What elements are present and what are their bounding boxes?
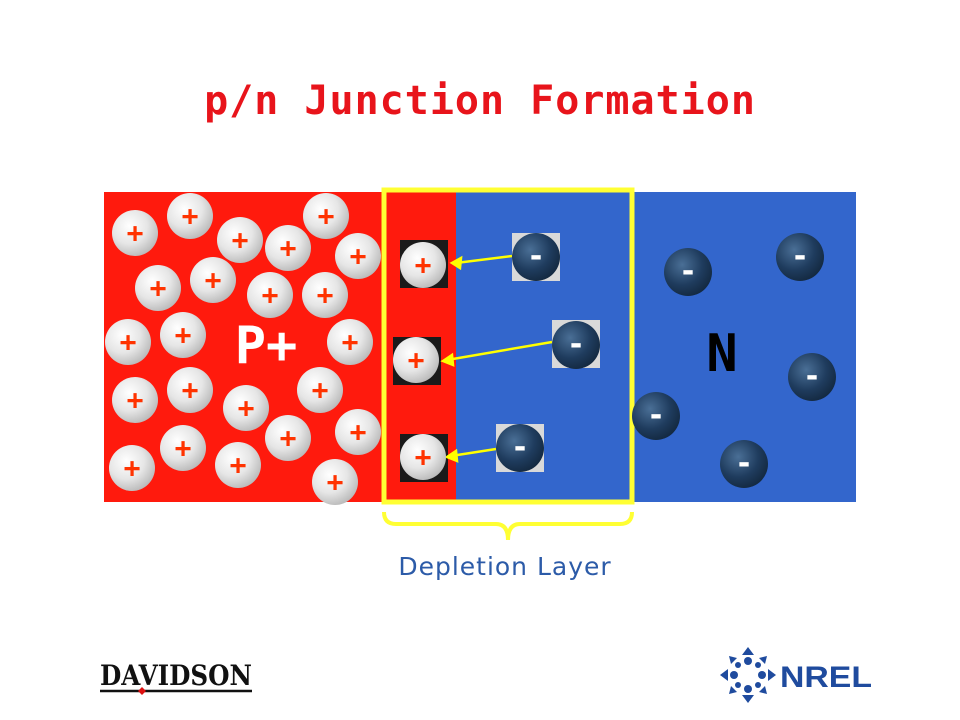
- svg-text:+: +: [312, 373, 329, 406]
- field-arrows: [440, 254, 553, 463]
- svg-text:+: +: [327, 465, 344, 498]
- svg-text:+: +: [280, 231, 297, 264]
- hole-charge: +: [335, 409, 381, 455]
- depletion-layer-caption: Depletion Layer: [398, 552, 612, 581]
- depletion-brace: [382, 511, 634, 541]
- svg-text:-: -: [511, 430, 529, 465]
- svg-text:+: +: [342, 325, 359, 358]
- p-region-label: P+: [235, 316, 298, 376]
- hole-charge: +: [190, 257, 236, 303]
- davidson-logo-mark: DAVIDSON: [100, 659, 252, 695]
- svg-text:+: +: [182, 199, 199, 232]
- hole-charge: +: [223, 385, 269, 431]
- hole-charge: +: [303, 193, 349, 239]
- electron-charge: -: [632, 392, 680, 440]
- hole-charge: +: [112, 377, 158, 423]
- hole-charge: +: [302, 272, 348, 318]
- svg-text:+: +: [150, 271, 167, 304]
- electron-charge: -: [776, 233, 824, 281]
- svg-text:+: +: [232, 223, 249, 256]
- svg-text:+: +: [317, 278, 334, 311]
- hole-charge: +: [265, 225, 311, 271]
- davidson-logo: DAVIDSON: [98, 658, 258, 698]
- svg-text:+: +: [350, 415, 367, 448]
- hole-charge: +: [109, 445, 155, 491]
- electron-charge: -: [552, 321, 600, 369]
- svg-text:+: +: [318, 199, 335, 232]
- n-region-label: N: [706, 324, 737, 384]
- svg-text:-: -: [735, 446, 753, 481]
- svg-text:+: +: [350, 239, 367, 272]
- svg-text:NREL: NREL: [780, 661, 872, 694]
- hole-charge: +: [160, 312, 206, 358]
- hole-charge: +: [215, 442, 261, 488]
- svg-text:+: +: [415, 248, 432, 281]
- svg-text:-: -: [679, 254, 697, 289]
- hole-charge: +: [297, 367, 343, 413]
- electron-charge: -: [496, 424, 544, 472]
- svg-text:+: +: [408, 343, 425, 376]
- holes-group: ++++++++++++++++++++++++++: [105, 193, 446, 505]
- hole-charge: +: [160, 425, 206, 471]
- svg-text:+: +: [127, 383, 144, 416]
- svg-text:+: +: [120, 325, 137, 358]
- electrons-group: - - - - - - - -: [496, 233, 836, 488]
- hole-charge: +: [167, 367, 213, 413]
- svg-text:+: +: [238, 391, 255, 424]
- svg-text:+: +: [124, 451, 141, 484]
- svg-text:-: -: [567, 327, 585, 362]
- electron-charge: -: [720, 440, 768, 488]
- svg-text:+: +: [175, 431, 192, 464]
- svg-text:-: -: [527, 239, 545, 274]
- svg-text:+: +: [175, 318, 192, 351]
- svg-text:+: +: [127, 216, 144, 249]
- hole-charge: +: [327, 319, 373, 365]
- hole-charge: +: [217, 217, 263, 263]
- hole-charge: +: [335, 233, 381, 279]
- electron-charge: -: [788, 353, 836, 401]
- hole-charge: +: [105, 319, 151, 365]
- depletion-highlight: [381, 187, 635, 505]
- hole-charge: +: [167, 193, 213, 239]
- hole-charge: +: [393, 337, 439, 383]
- svg-text:+: +: [205, 263, 222, 296]
- nrel-logo-mark: NREL: [720, 647, 872, 703]
- svg-text:-: -: [647, 398, 665, 433]
- svg-text:DAVIDSON: DAVIDSON: [100, 659, 252, 692]
- hole-charge: +: [112, 210, 158, 256]
- hole-charge: +: [312, 459, 358, 505]
- svg-text:+: +: [182, 373, 199, 406]
- slide-title: p/n Junction Formation: [204, 78, 756, 124]
- electron-charge: -: [512, 233, 560, 281]
- electron-charge: -: [664, 248, 712, 296]
- hole-charge: +: [135, 265, 181, 311]
- hole-charge: +: [400, 242, 446, 288]
- hole-charge: +: [265, 415, 311, 461]
- svg-text:+: +: [262, 278, 279, 311]
- svg-text:-: -: [803, 359, 821, 394]
- hole-charge: +: [247, 272, 293, 318]
- nrel-logo: NREL: [718, 645, 878, 705]
- svg-text:+: +: [415, 440, 432, 473]
- svg-text:+: +: [280, 421, 297, 454]
- svg-text:-: -: [791, 239, 809, 274]
- svg-text:+: +: [230, 448, 247, 481]
- hole-charge: +: [400, 434, 446, 480]
